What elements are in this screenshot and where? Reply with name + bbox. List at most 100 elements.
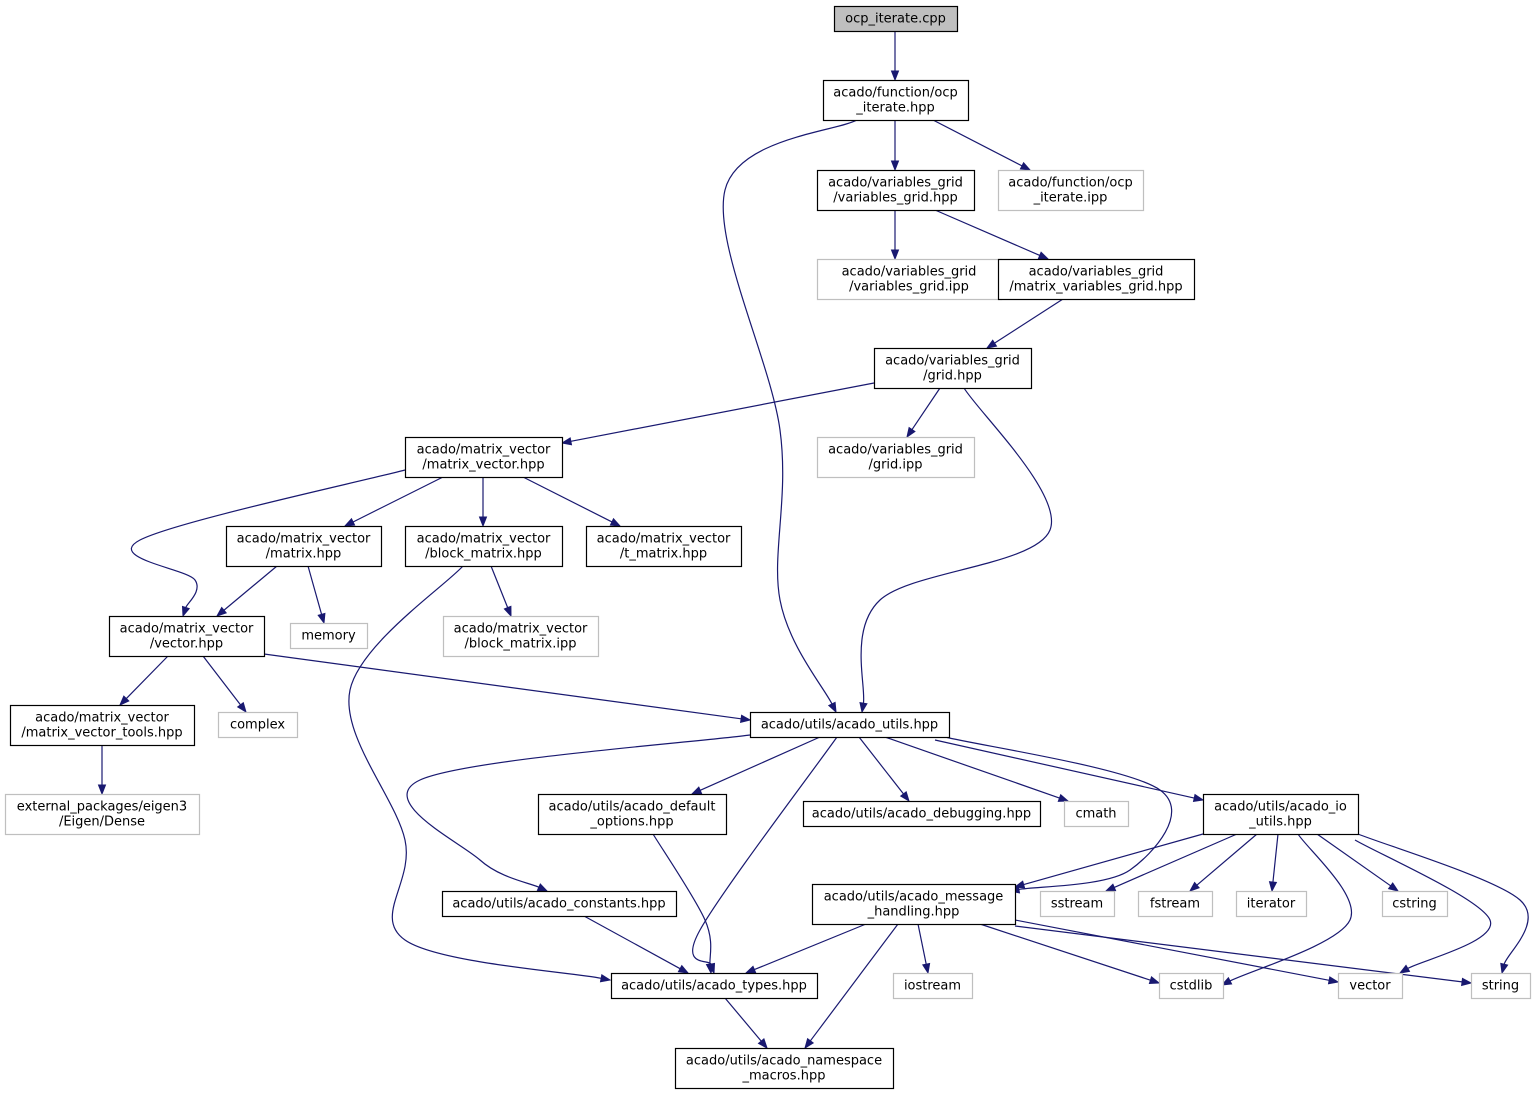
edge-root-to-ocp_iterate_hpp — [890, 31, 900, 82]
edge-matrix_hpp-to-memory — [307, 565, 326, 625]
arrowhead-icon — [1037, 251, 1050, 260]
node-box — [1470, 972, 1532, 1000]
node-grid-ipp: acado/variables_grid/grid.ipp — [816, 436, 976, 479]
edge-mv_hpp-to-vector_hpp — [130, 469, 406, 618]
node-label: /matrix_vector_tools.hpp — [21, 726, 182, 741]
node-label: acado/matrix_vector — [417, 532, 551, 547]
edge-defopt_hpp-to-types_hpp — [652, 833, 715, 975]
node-iostream: iostream — [892, 972, 974, 1000]
edge-ocp_iterate_hpp-to-vg_hpp — [890, 120, 900, 172]
arrowhead-icon — [1500, 962, 1509, 975]
node-ocp-iterate-hpp[interactable]: acado/function/ocp_iterate.hpp — [822, 79, 970, 122]
node-box — [404, 436, 564, 479]
node-box — [822, 79, 970, 122]
node-box — [1381, 890, 1449, 918]
edge-line — [979, 923, 1151, 981]
edge-line — [570, 382, 875, 442]
arrowhead-icon — [536, 883, 549, 892]
node-vector: vector — [1337, 972, 1404, 1000]
edge-mv_hpp-to-tmatrix_hpp — [522, 476, 622, 527]
node-box — [585, 525, 743, 568]
node-label: _iterate.hpp — [855, 101, 935, 116]
node-mvg-hpp[interactable]: acado/variables_grid/matrix_variables_gr… — [997, 258, 1196, 301]
node-const-hpp[interactable]: acado/utils/acado_constants.hpp — [441, 890, 678, 918]
arrowhead-icon — [317, 612, 326, 625]
node-ocp-iterate-ipp: acado/function/ocp_iterate.ipp — [997, 169, 1145, 212]
node-label: /t_matrix.hpp — [620, 547, 707, 562]
edge-line — [125, 655, 169, 699]
node-ns-hpp[interactable]: acado/utils/acado_namespace_macros.hpp — [674, 1047, 895, 1090]
node-mv-hpp[interactable]: acado/matrix_vector/matrix_vector.hpp — [404, 436, 564, 479]
node-defopt-hpp[interactable]: acado/utils/acado_default_options.hpp — [537, 793, 728, 836]
node-label: _iterate.ipp — [1033, 191, 1108, 206]
arrowhead-icon — [1327, 976, 1340, 985]
edge-msg_hpp-to-string — [1014, 925, 1473, 987]
edge-line — [944, 736, 1173, 891]
node-label: acado/function/ocp — [833, 86, 958, 101]
edge-mvg_hpp-to-grid_hpp — [985, 298, 1064, 349]
edge-io_hpp-to-fstream — [1188, 833, 1258, 892]
edge-utils_hpp-to-defopt_hpp — [690, 736, 821, 795]
node-msg-hpp[interactable]: acado/utils/acado_message_handling.hpp — [811, 883, 1017, 926]
edge-line — [911, 387, 941, 430]
arrowhead-icon — [181, 605, 191, 618]
node-box — [873, 347, 1033, 390]
node-cmath: cmath — [1063, 800, 1130, 828]
node-fstream: fstream — [1137, 890, 1214, 918]
edge-block_hpp-to-block_ipp — [490, 565, 512, 618]
arrowhead-icon — [215, 606, 228, 617]
edge-io_hpp-to-cstdlib — [1220, 833, 1353, 986]
node-memory: memory — [289, 622, 369, 650]
edge-utils_hpp-to-cmath — [884, 736, 1070, 802]
node-tmatrix-hpp[interactable]: acado/matrix_vector/t_matrix.hpp — [585, 525, 743, 568]
edge-line — [583, 915, 681, 970]
node-label: acado/variables_grid — [1029, 265, 1164, 280]
node-box — [674, 1047, 895, 1090]
arrowhead-icon — [899, 790, 910, 803]
edge-utils_hpp-to-debug_hpp — [858, 736, 910, 803]
node-label: iostream — [904, 979, 961, 994]
node-box — [816, 436, 976, 479]
node-block-hpp[interactable]: acado/matrix_vector/block_matrix.hpp — [404, 525, 564, 568]
node-label: /matrix.hpp — [266, 547, 342, 562]
node-types-hpp[interactable]: acado/utils/acado_types.hpp — [610, 972, 819, 1000]
edge-msg_hpp-to-iostream — [917, 923, 931, 975]
node-box — [816, 258, 1003, 301]
node-grid-hpp[interactable]: acado/variables_grid/grid.hpp — [873, 347, 1033, 390]
edge-vector_hpp-to-complex — [202, 655, 247, 714]
node-box — [1137, 890, 1214, 918]
node-vector-hpp[interactable]: acado/matrix_vector/vector.hpp — [108, 615, 266, 658]
node-label: acado/matrix_vector — [417, 443, 551, 458]
arrowhead-icon — [740, 714, 752, 723]
node-label: vector — [1349, 979, 1391, 994]
node-utils-hpp[interactable]: acado/utils/acado_utils.hpp — [749, 711, 951, 739]
node-debug-hpp[interactable]: acado/utils/acado_debugging.hpp — [802, 800, 1042, 828]
edge-line — [932, 119, 1023, 167]
edge-line — [352, 476, 444, 523]
edge-vg_hpp-to-vg_ipp — [890, 210, 900, 261]
node-label: _options.hpp — [589, 815, 673, 830]
edge-msg_hpp-to-cstdlib — [979, 923, 1161, 985]
node-cstdlib: cstdlib — [1158, 972, 1225, 1000]
node-label: acado/variables_grid — [842, 265, 977, 280]
node-label: /vector.hpp — [150, 637, 223, 652]
node-mvtools-hpp[interactable]: acado/matrix_vector/matrix_vector_tools.… — [9, 704, 196, 747]
edge-line — [1316, 833, 1391, 887]
node-io-hpp[interactable]: acado/utils/acado_io_utils.hpp — [1202, 793, 1360, 836]
node-matrix-hpp[interactable]: acado/matrix_vector/matrix.hpp — [225, 525, 383, 568]
edge-ocp_iterate_hpp-to-utils_hpp — [722, 119, 858, 714]
edge-msg_hpp-to-types_hpp — [744, 923, 867, 974]
edge-utils_hpp-to-types_hpp — [692, 736, 838, 975]
node-label: fstream — [1150, 897, 1200, 912]
arrowhead-icon — [804, 1037, 815, 1050]
node-box — [1039, 890, 1116, 918]
edge-line — [754, 923, 867, 971]
node-vg-hpp[interactable]: acado/variables_grid/variables_grid.hpp — [816, 169, 976, 212]
edge-msg_hpp-to-vector — [1014, 919, 1340, 985]
edge-line — [490, 565, 509, 608]
edge-line — [1272, 833, 1279, 883]
edge-matrix_hpp-to-vector_hpp — [215, 565, 278, 617]
node-box — [610, 972, 819, 1000]
arrowhead-icon — [119, 695, 130, 706]
edge-line — [1023, 833, 1204, 886]
